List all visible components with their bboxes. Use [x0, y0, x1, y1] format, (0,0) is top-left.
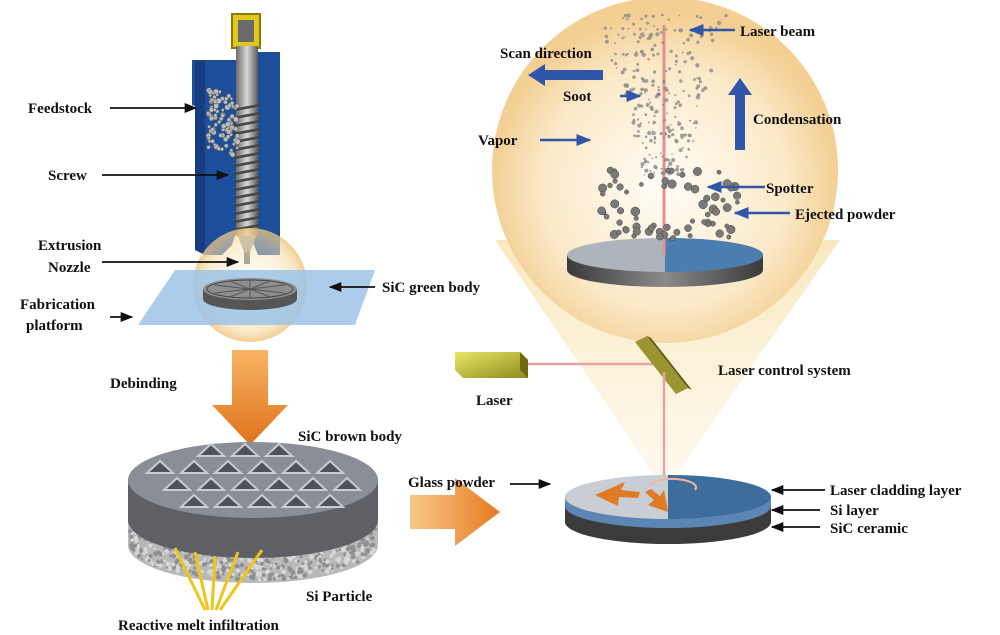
label-nozzle: Nozzle	[48, 260, 91, 276]
debinding-arrow	[212, 350, 288, 445]
bubble-arrows	[540, 24, 790, 219]
label-cladding-layer: Laser cladding layer	[830, 483, 962, 499]
label-laser-beam: Laser beam	[740, 24, 816, 40]
label-vapor: Vapor	[478, 133, 518, 149]
spatter-particles	[597, 166, 742, 242]
label-condensation: Condensation	[753, 112, 842, 128]
label-brown-body: SiC brown body	[298, 429, 402, 445]
label-fabrication: Fabrication	[20, 297, 96, 313]
label-screw: Screw	[48, 168, 87, 184]
label-soot: Soot	[563, 89, 591, 105]
condensation-arrow	[728, 78, 752, 150]
label-reactive-melt: Reactive melt infiltration	[118, 618, 279, 634]
melt-infiltration-arrows	[173, 547, 264, 611]
label-spotter: Spotter	[766, 181, 814, 197]
label-si-particle: Si Particle	[306, 589, 373, 605]
honeycomb-lattice	[144, 442, 363, 508]
label-glass-powder: Glass powder	[408, 475, 495, 491]
label-pointers	[102, 102, 825, 533]
label-feedstock: Feedstock	[28, 101, 93, 117]
label-green-body: SiC green body	[382, 280, 481, 296]
scan-direction-arrow	[528, 64, 603, 86]
label-extrusion: Extrusion	[38, 238, 102, 254]
vapor-particles	[603, 13, 728, 177]
green-body-disk	[203, 278, 297, 310]
label-sic-ceramic: SiC ceramic	[830, 521, 908, 537]
feedstock-pellets	[205, 87, 241, 158]
labels: Feedstock Screw Extrusion Nozzle Fabrica…	[20, 24, 962, 634]
cladding-disk	[565, 475, 771, 544]
label-platform: platform	[26, 318, 83, 334]
mirror	[635, 336, 692, 394]
laser-source	[455, 352, 528, 378]
label-ejected-powder: Ejected powder	[795, 207, 896, 223]
label-debinding: Debinding	[110, 376, 177, 392]
screw-threads	[233, 103, 261, 232]
infiltration-to-laser-arrow	[410, 478, 500, 546]
label-laser-control: Laser control system	[718, 363, 851, 379]
extruder	[192, 13, 280, 264]
label-scan-direction: Scan direction	[500, 46, 592, 62]
brown-body-disk	[128, 442, 378, 611]
label-laser: Laser	[476, 393, 513, 409]
label-si-layer: Si layer	[830, 503, 879, 519]
